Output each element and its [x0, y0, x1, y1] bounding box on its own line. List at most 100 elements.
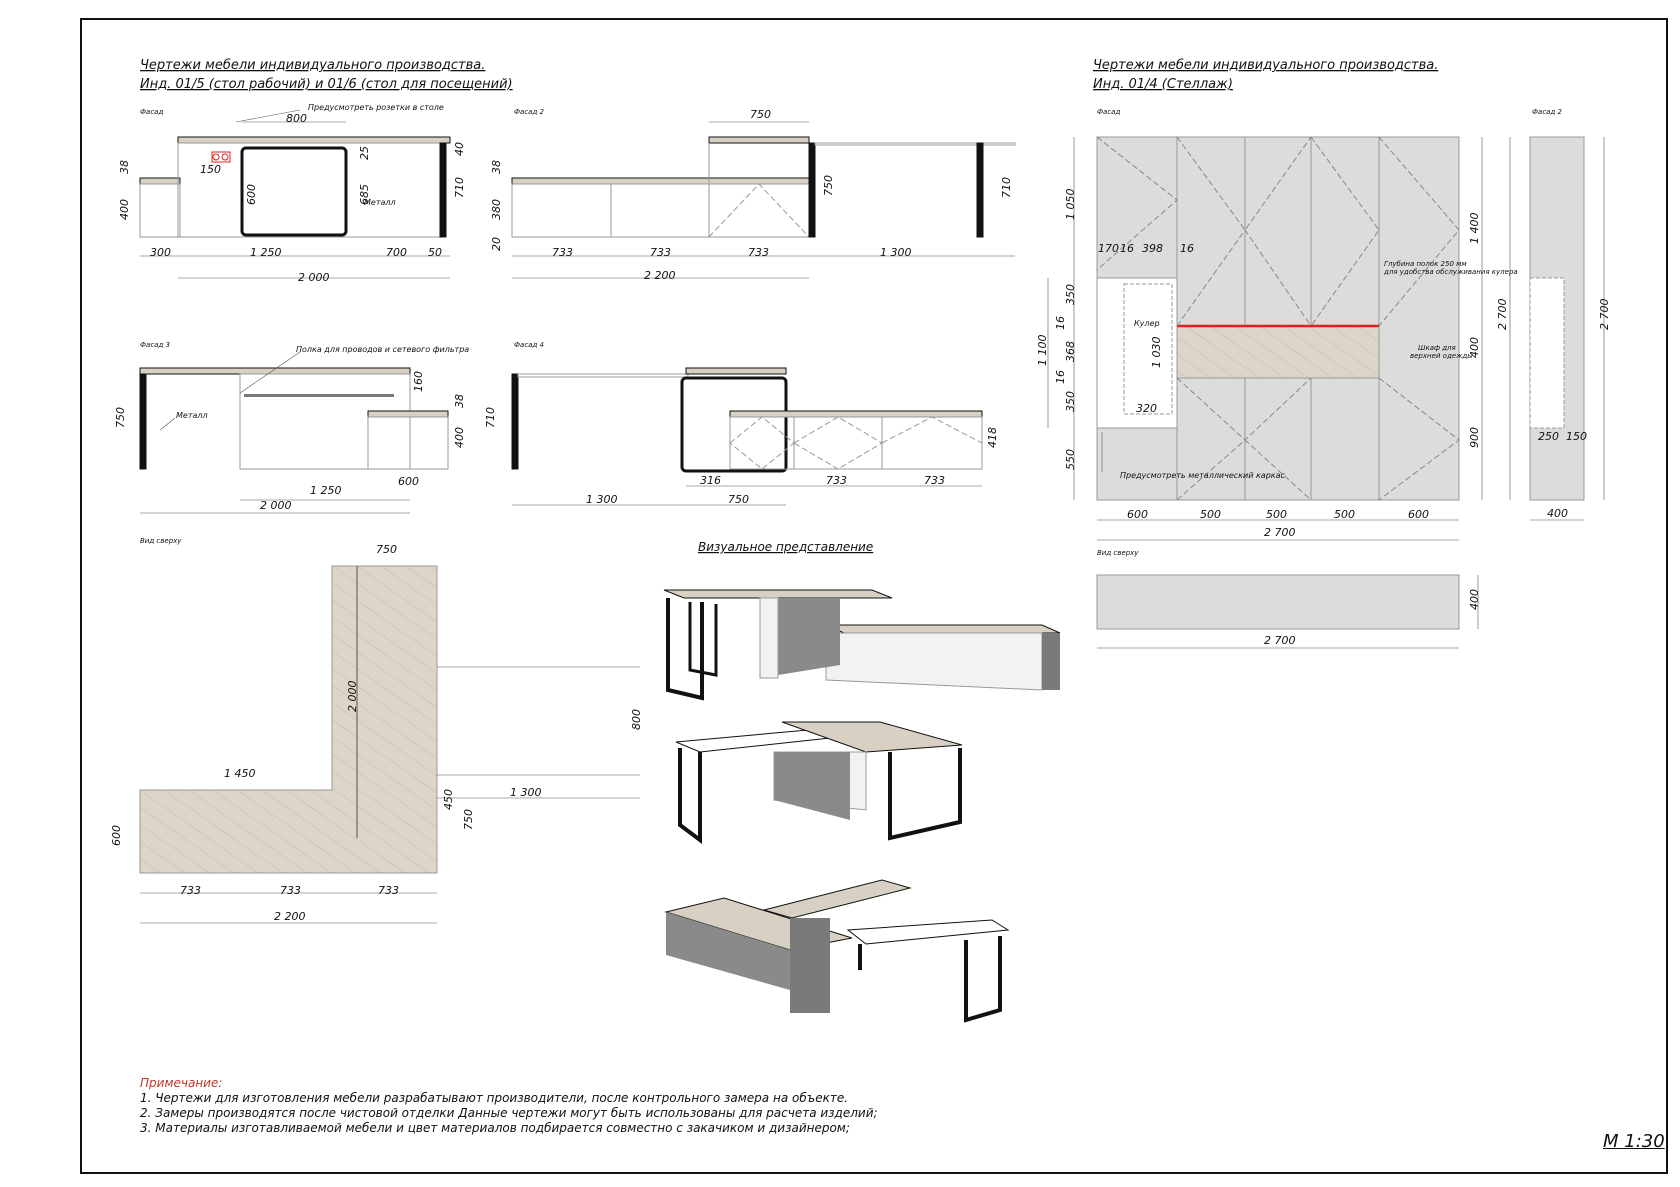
top-dim-733a: 733 [180, 884, 201, 897]
f1-annot-metal: Металл [364, 198, 396, 207]
top-dim-1450: 1 450 [224, 767, 256, 780]
f1-dim-710: 710 [453, 177, 466, 198]
top-view: Вид сверху [139, 537, 640, 924]
rack-top-view: Вид сверху [1096, 549, 1479, 649]
rack2-dim-150: 150 [1566, 430, 1587, 443]
f1-dim-700: 700 [386, 246, 407, 259]
rack-annot-depth2: для удобства обслуживания кулера [1383, 268, 1518, 276]
top-view-label: Вид сверху [140, 537, 182, 545]
f2-dim-380: 380 [490, 199, 503, 220]
facade-1-label: Фасад [140, 108, 163, 116]
f1-annot-sockets: Предусмотреть розетки в столе [308, 103, 444, 112]
top-dim-1300: 1 300 [510, 786, 542, 799]
top-dim-800: 800 [630, 709, 643, 730]
title-right-line1: Чертежи мебели индивидуального производс… [1093, 58, 1438, 73]
title-left-line1: Чертежи мебели индивидуального производс… [140, 58, 485, 73]
rack-annot-wardrobe2: верхней одежды [1410, 352, 1473, 360]
rack-facade2-label: Фасад 2 [1532, 108, 1563, 116]
rack-dim-2700v: 2 700 [1496, 299, 1509, 331]
top-dim-750: 750 [376, 543, 397, 556]
f1-dim-300: 300 [150, 246, 171, 259]
f2-dim-38: 38 [490, 160, 503, 174]
drawing-frame [80, 18, 1668, 1174]
top-dim-750v: 750 [462, 809, 475, 830]
visual-render-2 [675, 721, 963, 844]
f3-dim-1250: 1 250 [310, 484, 342, 497]
facade-4-label: Фасад 4 [514, 341, 544, 349]
rack-dim-900: 900 [1468, 427, 1481, 448]
rack-dim-350a: 350 [1064, 284, 1077, 305]
rack-dim-600b: 600 [1408, 508, 1429, 521]
f2-dim-733b: 733 [650, 246, 671, 259]
top-dim-600: 600 [110, 825, 123, 846]
rack-dim-400: 400 [1468, 337, 1481, 358]
rack-top-label: Вид сверху [1097, 549, 1139, 557]
f2-dim-710: 710 [1000, 177, 1013, 198]
top-dim-733b: 733 [280, 884, 301, 897]
f4-dim-316: 316 [700, 474, 721, 487]
f1-dim-50: 50 [428, 246, 442, 259]
facade-3: Фасад 3 [139, 341, 449, 514]
f2-dim-2200: 2 200 [644, 269, 676, 282]
rack-annot-cooler: Кулер [1134, 319, 1160, 328]
f1-dim-400: 400 [118, 199, 131, 220]
f4-dim-733b: 733 [924, 474, 945, 487]
racktop-dim-2700: 2 700 [1264, 634, 1296, 647]
note-2: 2. Замеры производятся после чистовой от… [140, 1106, 878, 1120]
rack-dim-500b: 500 [1266, 508, 1287, 521]
f3-dim-400: 400 [453, 427, 466, 448]
f1-dim-40: 40 [453, 142, 466, 156]
facade-4: Фасад 4 [511, 341, 983, 506]
title-left-line2: Инд. 01/5 (стол рабочий) и 01/6 (стол дл… [140, 77, 513, 92]
f2-dim-20: 20 [490, 237, 503, 251]
facade-1: Фасад [139, 108, 451, 279]
f3-dim-160: 160 [412, 371, 425, 392]
top-dim-2200: 2 200 [274, 910, 306, 923]
rack-facade-2: Фасад 2 [1529, 108, 1605, 521]
rack-dim-350b: 350 [1064, 391, 1077, 412]
top-dim-2000: 2 000 [346, 681, 359, 713]
rack-dim-600a: 600 [1127, 508, 1148, 521]
f4-dim-418: 418 [986, 427, 999, 448]
note-3: 3. Материалы изготавливаемой мебели и цв… [140, 1121, 850, 1135]
top-dim-450: 450 [442, 789, 455, 810]
f1-dim-2000: 2 000 [298, 271, 330, 284]
rack-dim-1100: 1 100 [1036, 335, 1049, 367]
facade-2: Фасад 2 [511, 108, 1016, 279]
rack2-dim-2700: 2 700 [1598, 299, 1611, 331]
rack-dim-1400: 1 400 [1468, 213, 1481, 245]
scale-label: М 1:30 [1603, 1131, 1665, 1152]
rack-dim-550: 550 [1064, 449, 1077, 470]
rack-annot-depth1: Глубина полок 250 мм [1384, 260, 1467, 268]
rack-dim-16c: 16 [1054, 316, 1067, 330]
f3-dim-2000: 2 000 [260, 499, 292, 512]
visual-render-1 [663, 589, 1061, 701]
rack-dim-16b: 16 [1180, 242, 1194, 255]
f2-dim-733a: 733 [552, 246, 573, 259]
rack-dim-16a: 16 [1120, 242, 1134, 255]
rack-facade: Фасад [1047, 108, 1511, 541]
f4-dim-1300: 1 300 [586, 493, 618, 506]
rack-dim-500a: 500 [1200, 508, 1221, 521]
f3-dim-38: 38 [453, 394, 466, 408]
racktop-dim-400: 400 [1468, 589, 1481, 610]
rack-dim-170: 170 [1098, 242, 1119, 255]
rack2-dim-400: 400 [1547, 507, 1568, 520]
f2-dim-750v: 750 [822, 175, 835, 196]
notes-block: Примечание: 1. Чертежи для изготовления … [140, 1076, 878, 1136]
rack-dim-16d: 16 [1054, 370, 1067, 384]
f1-dim-38: 38 [118, 160, 131, 174]
f1-dim-800: 800 [286, 112, 307, 125]
f1-dim-685: 685 [358, 184, 371, 205]
rack-annot-wardrobe1: Шкаф для [1418, 344, 1456, 352]
facade-2-label: Фасад 2 [514, 108, 545, 116]
f3-annot-metal: Металл [176, 411, 208, 420]
facade-3-label: Фасад 3 [140, 341, 170, 349]
f2-dim-733c: 733 [748, 246, 769, 259]
f3-dim-750: 750 [114, 407, 127, 428]
rack-dim-368: 368 [1064, 341, 1077, 362]
f4-dim-733a: 733 [826, 474, 847, 487]
rack2-dim-250: 250 [1538, 430, 1559, 443]
rack-dim-1050: 1 050 [1064, 189, 1077, 221]
